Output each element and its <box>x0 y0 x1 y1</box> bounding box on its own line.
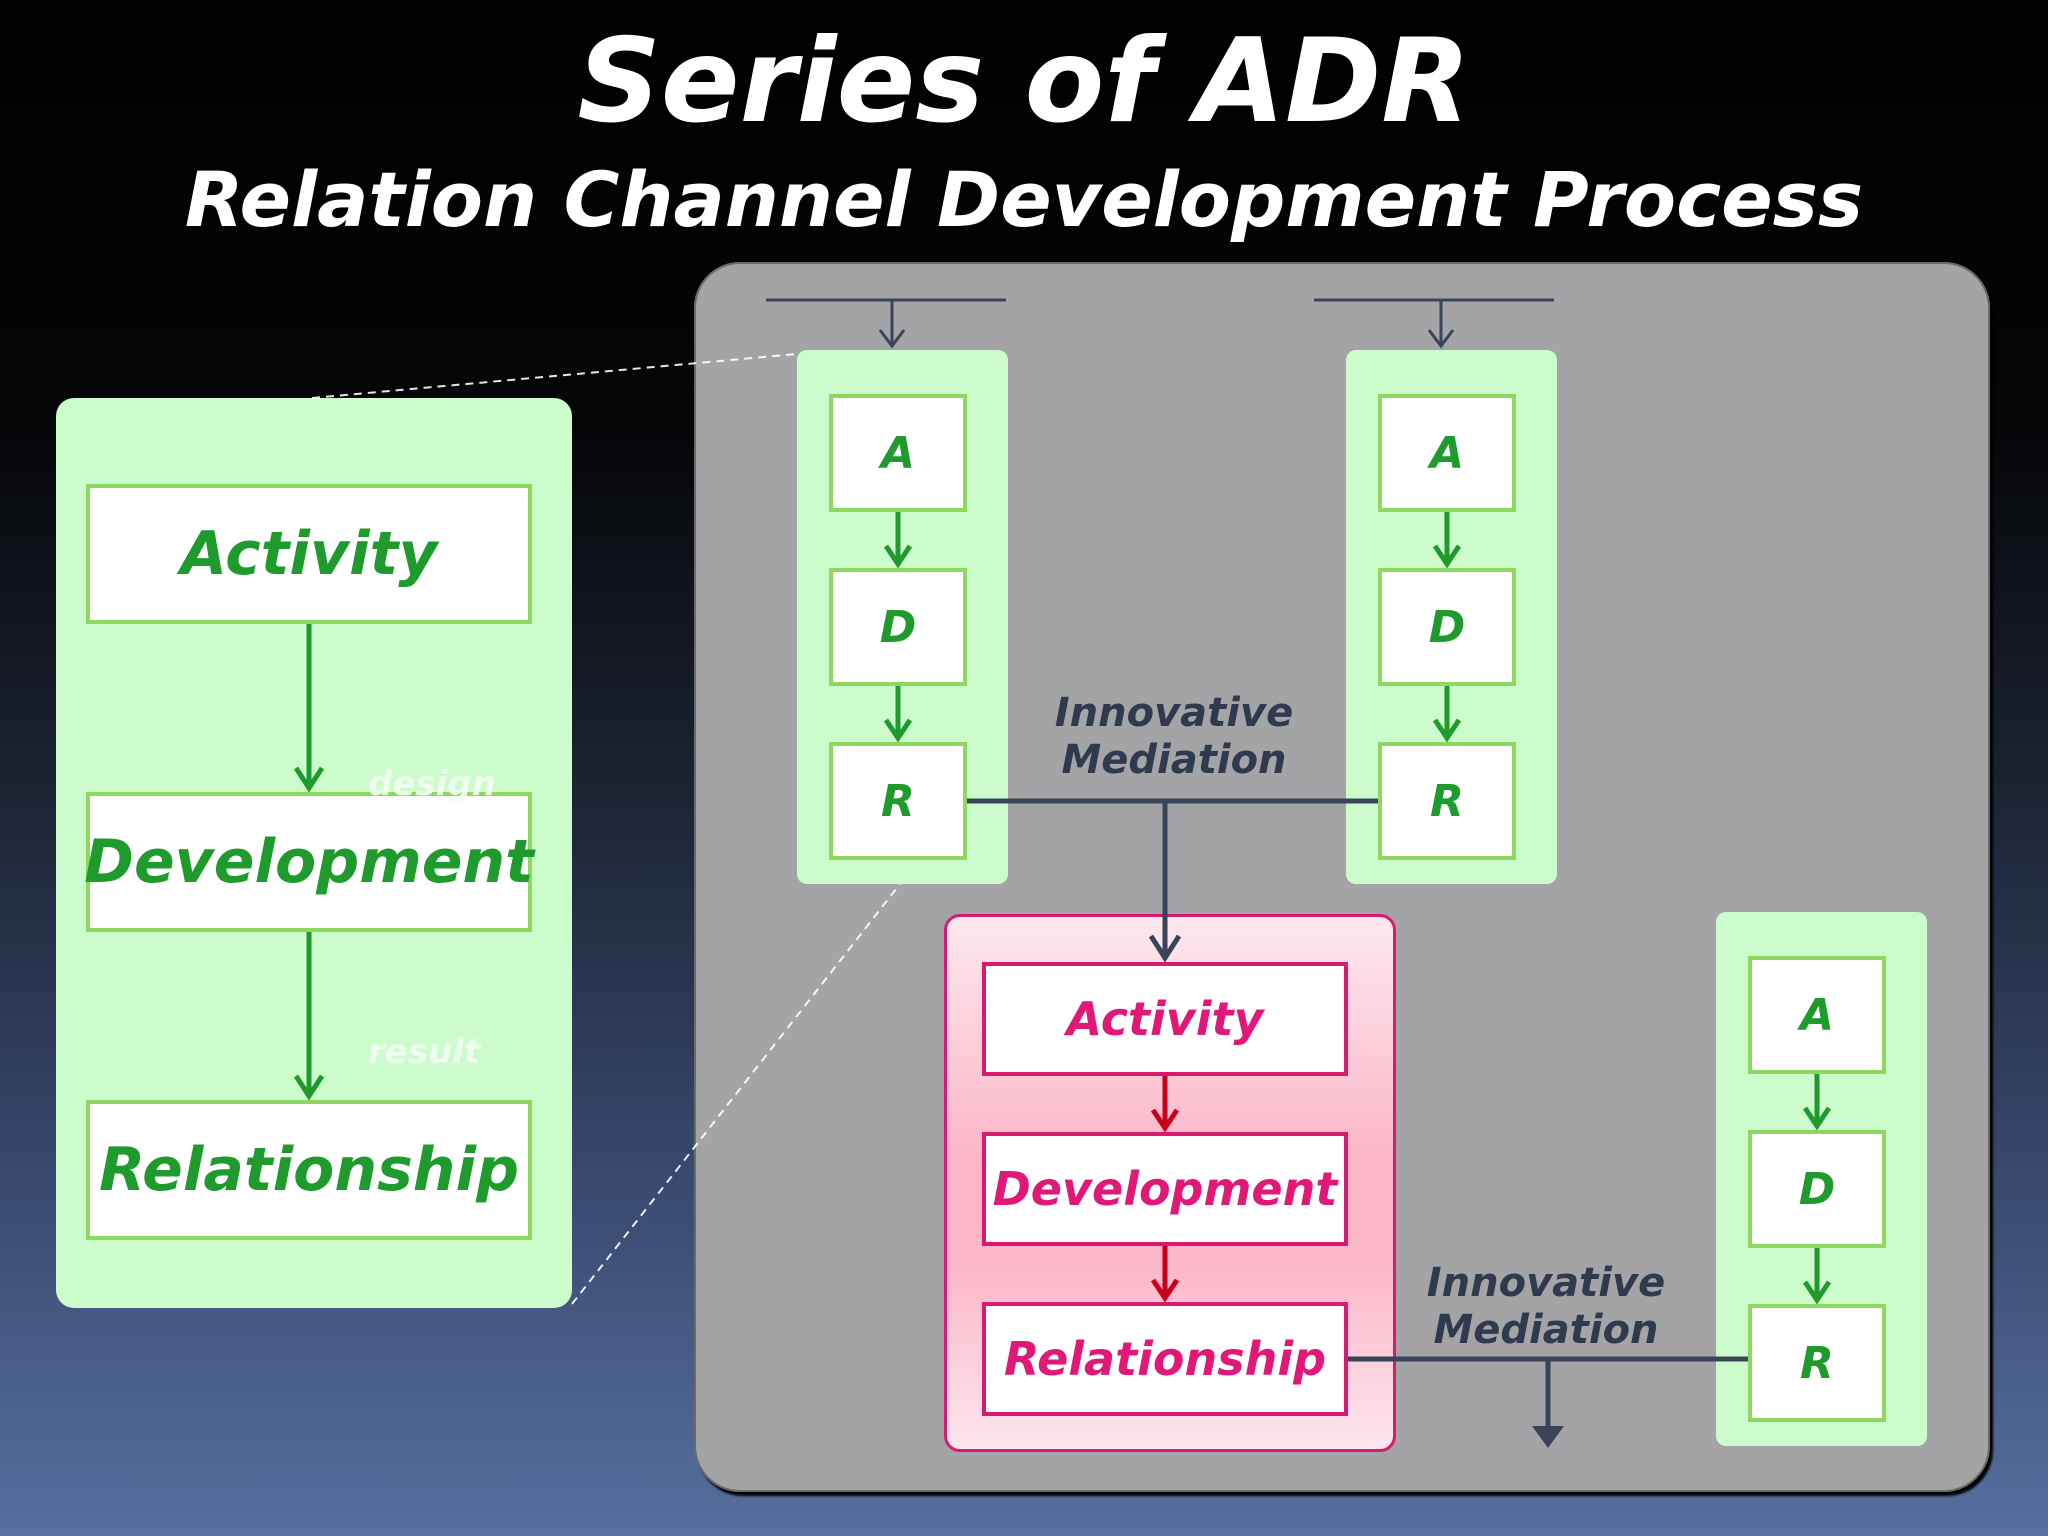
unit-r-label: R <box>1800 1337 1834 1389</box>
innovative-mediation-bottom: Innovative Mediation <box>1396 1260 1696 1354</box>
zoom-line-bottom <box>571 883 901 1305</box>
mediation-line2: Mediation <box>1061 737 1287 783</box>
mediation-line1: Innovative <box>1426 1260 1666 1306</box>
highlight-activity-box: Activity <box>982 962 1348 1076</box>
unit-a-box: A <box>1378 394 1516 512</box>
unit-r-box: R <box>1748 1304 1886 1422</box>
detail-activity-label: Activity <box>180 519 438 589</box>
mediation-line1: Innovative <box>1054 690 1294 736</box>
design-note: design <box>368 764 496 804</box>
green-arrows-top-left <box>883 512 913 743</box>
detail-relationship-label: Relationship <box>98 1135 520 1205</box>
unit-a-label: A <box>880 427 916 479</box>
input-arrow-top-right <box>1314 298 1554 349</box>
result-note: result <box>368 1032 481 1072</box>
unit-d-label: D <box>1798 1163 1836 1215</box>
green-arrows-top-right <box>1432 512 1462 743</box>
innovative-mediation-top: Innovative Mediation <box>1024 690 1324 784</box>
mediation-connector-top <box>967 798 1378 963</box>
unit-a-label: A <box>1429 427 1465 479</box>
mediation-line2: Mediation <box>1433 1307 1659 1353</box>
detail-relationship-box: Relationship <box>86 1100 532 1240</box>
green-arrows-bottom-right <box>1802 1074 1832 1305</box>
highlight-relationship-label: Relationship <box>1003 1332 1327 1386</box>
highlight-development-label: Development <box>992 1162 1338 1216</box>
green-arrows-detail <box>293 624 325 1101</box>
unit-d-box: D <box>1378 568 1516 686</box>
unit-a-box: A <box>1748 956 1886 1074</box>
detail-development-label: Development <box>84 827 534 897</box>
detail-development-box: Development <box>84 792 534 932</box>
unit-r-label: R <box>1430 775 1464 827</box>
unit-r-box: R <box>829 742 967 860</box>
output-arrow-head <box>1532 1426 1564 1448</box>
unit-a-box: A <box>829 394 967 512</box>
unit-d-label: D <box>879 601 917 653</box>
detail-panel: Activity Development Relationship design… <box>56 398 572 1308</box>
unit-a-label: A <box>1799 989 1835 1041</box>
page-subtitle: Relation Channel Development Process <box>184 155 1864 244</box>
unit-r-box: R <box>1378 742 1516 860</box>
input-arrow-top-left <box>766 298 1006 349</box>
highlight-activity-label: Activity <box>1066 992 1264 1046</box>
unit-r-label: R <box>881 775 915 827</box>
highlight-relationship-box: Relationship <box>982 1302 1348 1416</box>
red-arrows-highlight <box>1150 1076 1180 1303</box>
highlight-development-box: Development <box>982 1132 1348 1246</box>
unit-d-label: D <box>1428 601 1466 653</box>
detail-activity-box: Activity <box>86 484 532 624</box>
page-title: Series of ADR <box>577 14 1471 149</box>
unit-d-box: D <box>829 568 967 686</box>
zoom-line-top <box>311 353 798 399</box>
unit-d-box: D <box>1748 1130 1886 1248</box>
